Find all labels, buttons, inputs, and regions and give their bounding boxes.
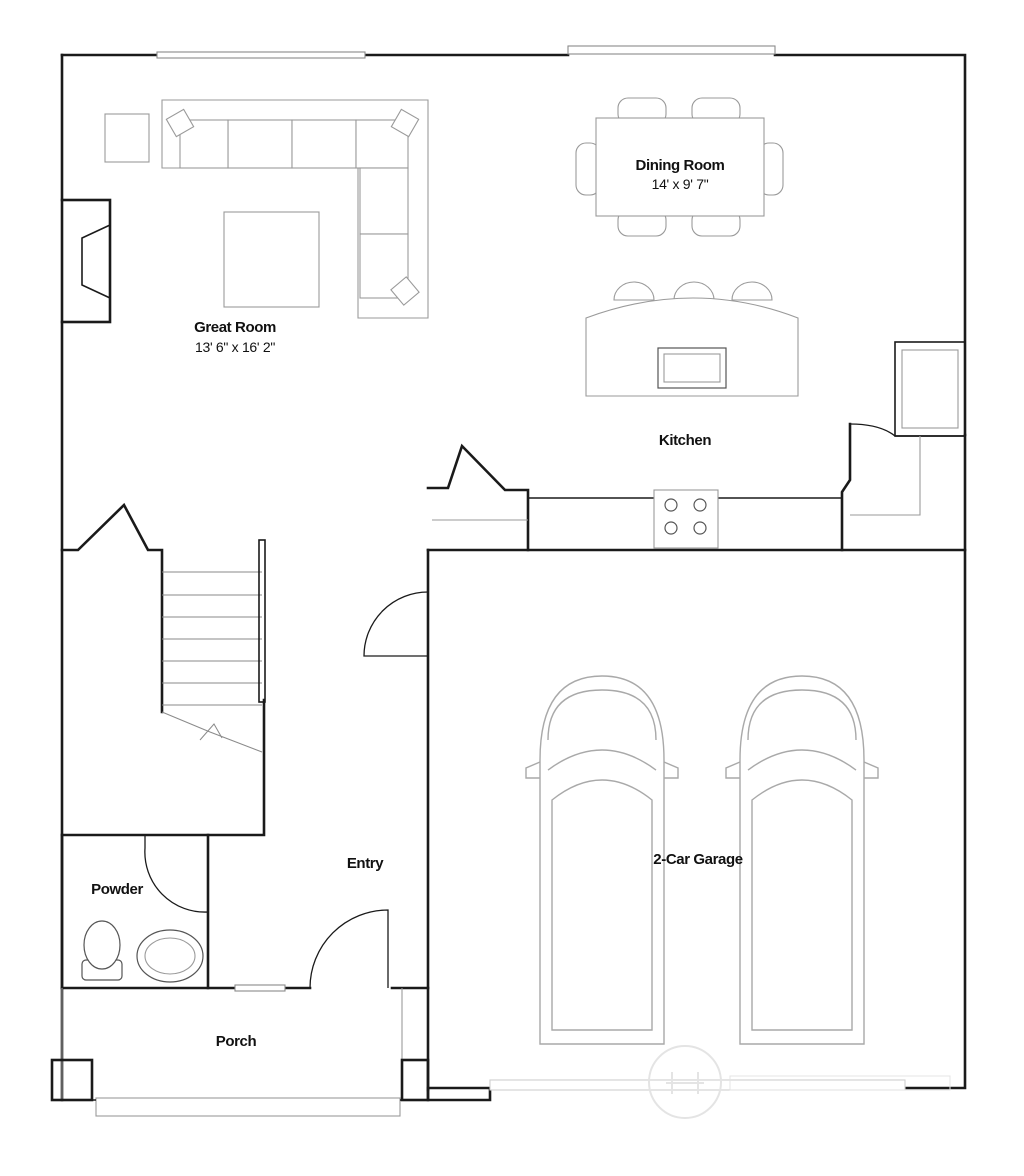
window-dining	[567, 45, 776, 55]
porch	[50, 988, 430, 1117]
garage-door-swing	[363, 591, 429, 657]
coffee-table	[223, 211, 320, 308]
watermark-logo	[648, 1045, 951, 1119]
great-room-label: Great Room	[194, 319, 276, 336]
staircase	[60, 502, 266, 837]
garage-label: 2-Car Garage	[653, 851, 742, 868]
sectional-sofa	[161, 99, 429, 319]
kitchen-counter	[426, 443, 842, 552]
front-door-swing	[309, 909, 389, 989]
powder-label: Powder	[91, 881, 143, 898]
fireplace	[60, 198, 112, 324]
dining-room-dimensions: 14' x 9' 7"	[652, 176, 709, 192]
window-great-room	[156, 51, 366, 59]
window-entry	[234, 984, 286, 992]
end-table	[104, 113, 150, 163]
car-right	[725, 675, 879, 1045]
porch-label: Porch	[216, 1033, 257, 1050]
refrigerator	[894, 341, 966, 437]
great-room-dimensions: 13' 6" x 16' 2"	[195, 339, 275, 355]
kitchen-label: Kitchen	[659, 432, 711, 449]
dining-room-label: Dining Room	[636, 157, 725, 174]
powder-room	[60, 833, 210, 990]
kitchen-island	[585, 281, 799, 397]
entry-label: Entry	[347, 855, 384, 872]
exterior-walls	[60, 53, 967, 1102]
car-left	[525, 675, 679, 1045]
dining-table	[575, 97, 784, 237]
